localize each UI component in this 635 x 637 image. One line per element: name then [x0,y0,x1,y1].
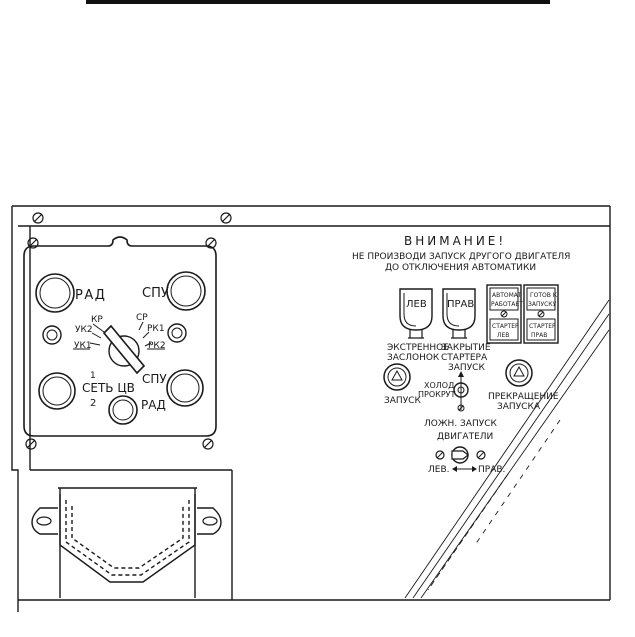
tablo-auto-1: АВТОМАТ [492,292,522,299]
label-two: 2 [90,398,96,409]
signal-tablo: АВТОМАТ РАБОТАЕТ ГОТОВ К ЗАПУСКУ СТАРТЕР… [486,284,559,344]
label-sr: СР [136,313,148,323]
lower-handle [31,487,222,598]
small-right-knob[interactable] [167,323,187,343]
tablo-auto-2: РАБОТАЕТ [491,301,523,308]
label-rad-bottom: РАД [141,398,166,412]
stop-start-button[interactable] [505,359,533,387]
label-spu-bottom: СПУ [142,372,167,386]
label-closing-1: ЗАКРЫТИЕ [441,343,491,353]
lamp-right: ПРАВ [442,288,476,339]
tablo-starter-right-2: ПРАВ [531,332,547,339]
glass-hatching [404,299,610,599]
lamp-left: ЛЕВ [399,288,433,339]
label-start-left: ЗАПУСК [384,396,421,406]
tablo-starter-left-2: ЛЕВ [497,332,509,339]
warning-line-2: ДО ОТКЛЮЧЕНИЯ АВТОМАТИКИ [385,263,536,273]
lamp-right-label: ПРАВ [447,299,474,310]
double-arrow-icon [452,466,477,472]
spu-top-knob[interactable] [166,271,206,311]
panel-outline [11,205,611,612]
left-switch-block: РАД СПУ КР УК2 УК1 СР РК1 РК2 1 СЕТЬ ЦВ … [23,236,217,437]
label-emergency-2: ЗАСЛОНОК [387,353,440,363]
start-controls: ЭКСТРЕННОЕ ЗАСЛОНОК ЗАКРЫТИЕ СТАРТЕРА ЗА… [383,343,559,475]
rotary-selector-knob[interactable] [102,324,146,375]
handle-slot-icon [202,516,218,526]
engine-selector-switch[interactable] [435,446,486,464]
screw-icon [32,212,44,224]
tablo-ready-2: ЗАПУСКУ [528,301,557,308]
label-uk2: УК2 [75,325,93,335]
switch-block-outline [23,236,217,437]
selector-screw-icon [476,450,486,460]
selector-ticks [73,321,165,350]
set-one-knob[interactable] [38,372,76,410]
label-cold-1: ХОЛОД [424,381,454,390]
rad-bottom-knob[interactable] [108,395,138,425]
tablo-screw-icon [500,310,508,318]
label-one: 1 [90,371,96,381]
warning-block: ВНИМАНИЕ! НЕ ПРОИЗВОДИ ЗАПУСК ДРУГОГО ДВ… [352,234,570,273]
tablo-screw-icon [537,310,545,318]
screw-icon [202,438,214,450]
label-engines: ДВИГАТЕЛИ [437,432,493,442]
screw-icon [220,212,232,224]
small-left-knob[interactable] [42,325,62,345]
panel-screws [25,212,232,450]
cold-crank-toggle[interactable] [453,371,469,412]
label-false-start: ЛОЖН. ЗАПУСК [424,419,497,429]
label-rad-top: РАД [75,288,106,303]
top-bar [86,0,550,4]
warning-title: ВНИМАНИЕ! [404,234,506,248]
label-stop-1: ПРЕКРАЩЕНИЕ [488,392,559,402]
label-start-top: ЗАПУСК [448,363,485,373]
handle-slot-icon [36,516,52,526]
spu-bottom-knob[interactable] [166,369,204,407]
rad-top-knob[interactable] [35,273,75,313]
toggle-screw-icon [457,404,465,412]
label-uk1: УК1 [74,341,92,351]
lamp-left-label: ЛЕВ [406,299,427,310]
label-emergency-1: ЭКСТРЕННОЕ [387,343,449,353]
label-stop-2: ЗАПУСКА [497,402,541,412]
start-button[interactable] [383,363,411,391]
label-rk1: РК1 [147,324,165,334]
label-spu-top: СПУ [142,286,169,301]
tablo-ready-1: ГОТОВ К [530,292,558,299]
warning-line-1: НЕ ПРОИЗВОДИ ЗАПУСК ДРУГОГО ДВИГАТЕЛЯ [352,252,570,262]
tablo-starter-right-1: СТАРТЕР [529,323,556,330]
label-rk2: РК2 [148,341,166,351]
label-cold-2: ПРОКРУТ [418,390,456,399]
label-arrow-left: ЛЕВ. [428,465,450,475]
label-arrow-right: ПРАВ. [478,465,505,475]
label-set-cv: СЕТЬ ЦВ [82,381,135,395]
label-closing-2: СТАРТЕРА [441,353,488,363]
label-kr: КР [91,315,103,325]
screw-icon [25,438,37,450]
selector-screw-icon [435,450,445,460]
tablo-starter-left-1: СТАРТЕР [492,323,519,330]
